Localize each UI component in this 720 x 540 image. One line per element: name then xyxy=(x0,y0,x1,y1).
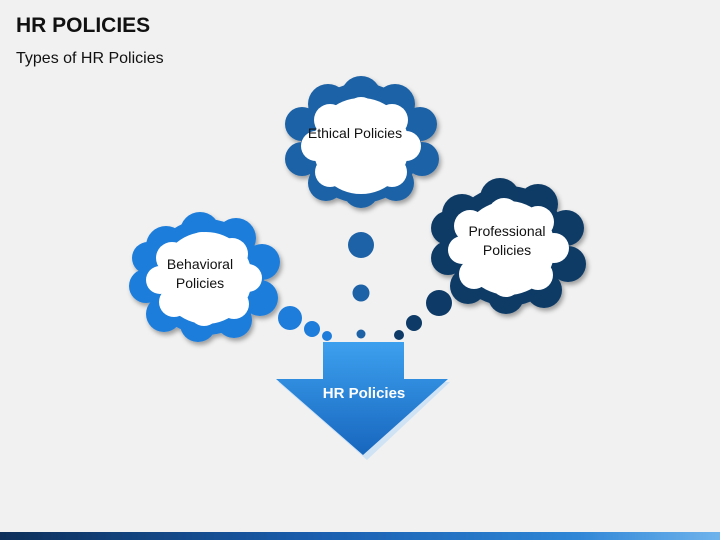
behavioral-cloud-inner xyxy=(146,232,262,326)
hr-policies-arrow-label: HR Policies xyxy=(323,385,406,402)
behavioral-thought-trail xyxy=(278,306,332,341)
ethical-policies-label: Ethical Policies xyxy=(308,125,402,141)
ethical-thought-trail xyxy=(348,232,374,339)
behavioral-policies-label-line1: Behavioral xyxy=(167,256,233,272)
slide-title: HR POLICIES xyxy=(16,14,151,37)
professional-trail-dot xyxy=(406,315,422,331)
behavioral-policies-cloud: Behavioral Policies xyxy=(129,212,280,342)
ethical-trail-dot xyxy=(348,232,374,258)
slide-subtitle: Types of HR Policies xyxy=(16,50,164,67)
behavioral-trail-dot xyxy=(278,306,302,330)
professional-policies-label-line1: Professional xyxy=(468,223,545,239)
professional-policies-cloud: Professional Policies xyxy=(431,178,586,314)
ethical-policies-cloud: Ethical Policies xyxy=(285,76,439,208)
behavioral-policies-label-line2: Policies xyxy=(176,275,224,291)
professional-cloud-inner xyxy=(448,198,569,297)
footer-gradient-bar xyxy=(0,532,720,540)
arrow-body xyxy=(276,342,448,455)
behavioral-trail-dot xyxy=(304,321,320,337)
hr-policies-arrow: HR Policies xyxy=(276,342,450,460)
professional-policies-label-line2: Policies xyxy=(483,242,531,258)
professional-trail-dot xyxy=(426,290,452,316)
ethical-trail-dot xyxy=(352,284,370,302)
professional-thought-trail xyxy=(394,290,452,340)
ethical-cloud-inner xyxy=(301,97,421,194)
behavioral-trail-dot xyxy=(322,331,332,341)
ethical-trail-dot xyxy=(356,329,366,339)
professional-trail-dot xyxy=(394,330,404,340)
